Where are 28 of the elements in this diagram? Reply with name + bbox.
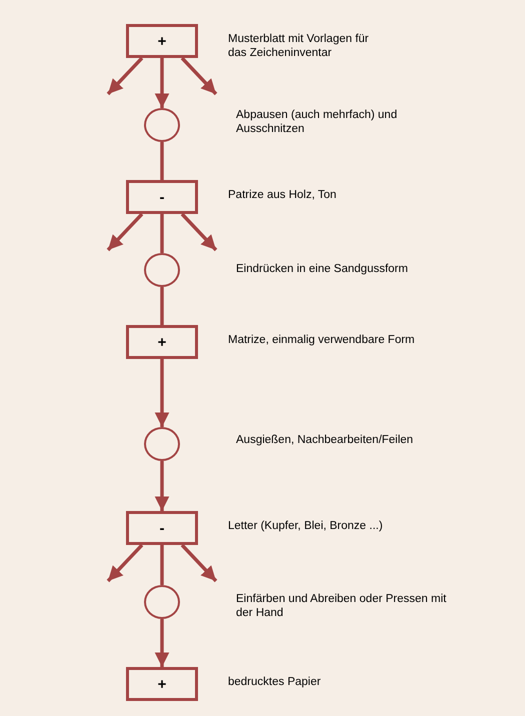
arrow [154, 619, 170, 667]
arrow [154, 58, 170, 108]
process-box: + [126, 24, 198, 58]
step-description: Abpausen (auch mehrfach) und Ausschnitzen [236, 108, 398, 136]
step-description: Matrize, einmalig verwendbare Form [228, 333, 416, 347]
circle-shape [144, 108, 180, 142]
arrow [106, 212, 144, 252]
step-description: Musterblatt mit Vorlagen für das Zeicheninventar [228, 32, 370, 60]
process-box: + [126, 667, 198, 701]
arrow [154, 359, 170, 427]
step-description: Eindrücken in eine Sandgussform [236, 262, 409, 276]
step-description: Patrize aus Holz, Ton [228, 188, 338, 202]
step-description: Letter (Kupfer, Blei, Bronze ...) [228, 519, 384, 533]
step-description: Ausgießen, Nachbearbeiten/Feilen [236, 433, 414, 447]
arrow [180, 544, 218, 582]
process-box: - [126, 511, 198, 545]
step-description: bedrucktes Papier [228, 675, 322, 689]
arrow [106, 56, 144, 96]
arrow [180, 212, 218, 252]
process-box: + [126, 325, 198, 359]
process-box: - [126, 180, 198, 214]
circle-shape [144, 253, 180, 287]
arrow [154, 461, 170, 511]
arrow [106, 544, 144, 582]
circle-shape [144, 427, 180, 461]
circle-shape [144, 585, 180, 619]
step-description: Einfärben und Abreiben oder Pressen mit der Hand [236, 592, 448, 620]
arrow [180, 56, 218, 96]
